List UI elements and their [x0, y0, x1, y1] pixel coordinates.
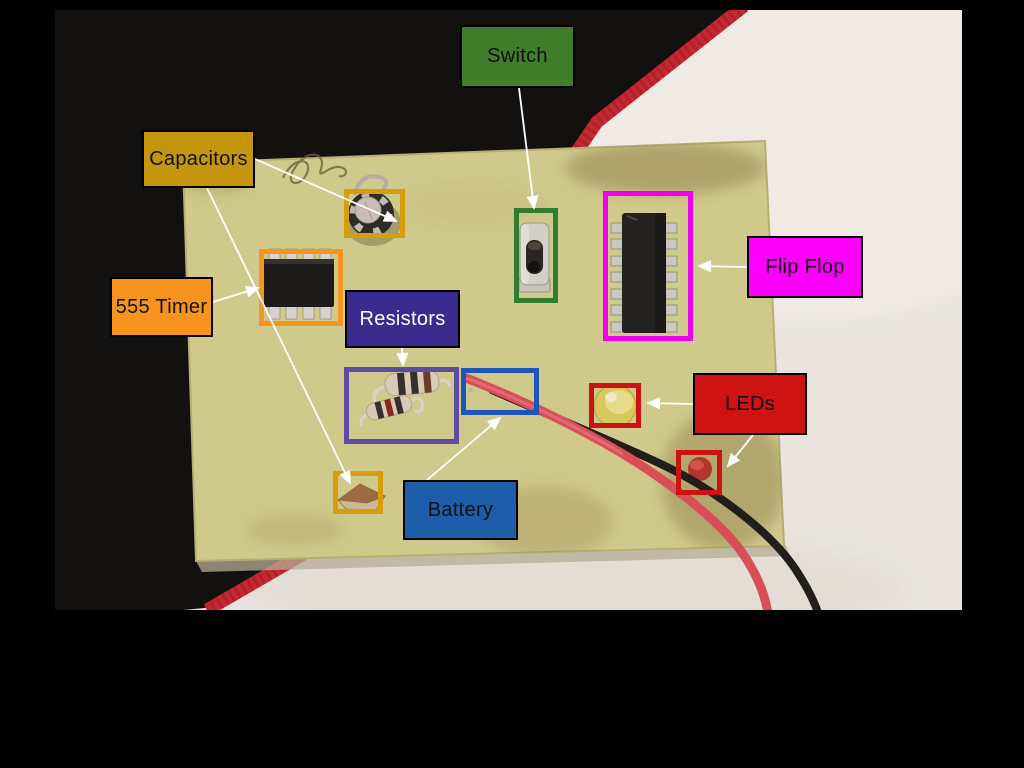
yellow-led — [593, 384, 637, 428]
resistors-group — [359, 370, 452, 428]
label-leds: LEDs — [693, 373, 807, 435]
label-555-timer: 555 Timer — [110, 277, 213, 337]
label-capacitors: Capacitors — [142, 130, 255, 188]
battery-highlight-box — [461, 368, 539, 415]
flip-flop-highlight-box — [603, 191, 693, 341]
toggle-switch — [518, 222, 551, 293]
label-switch: Switch — [460, 25, 575, 88]
yellow-led-highlight-box — [589, 383, 641, 428]
red-led — [688, 457, 712, 481]
label-battery: Battery — [403, 480, 518, 540]
flip-flop-chip — [610, 213, 678, 333]
timer-555-highlight-box — [259, 249, 343, 326]
label-flip-flop: Flip Flop — [747, 236, 863, 298]
resistors-highlight-box — [344, 367, 459, 444]
label-resistors: Resistors — [345, 290, 460, 348]
small-capacitor-highlight-box — [333, 471, 383, 514]
switch-highlight-box — [514, 208, 558, 303]
capacitor-highlight-box — [344, 189, 405, 238]
red-led-highlight-box — [676, 450, 722, 495]
